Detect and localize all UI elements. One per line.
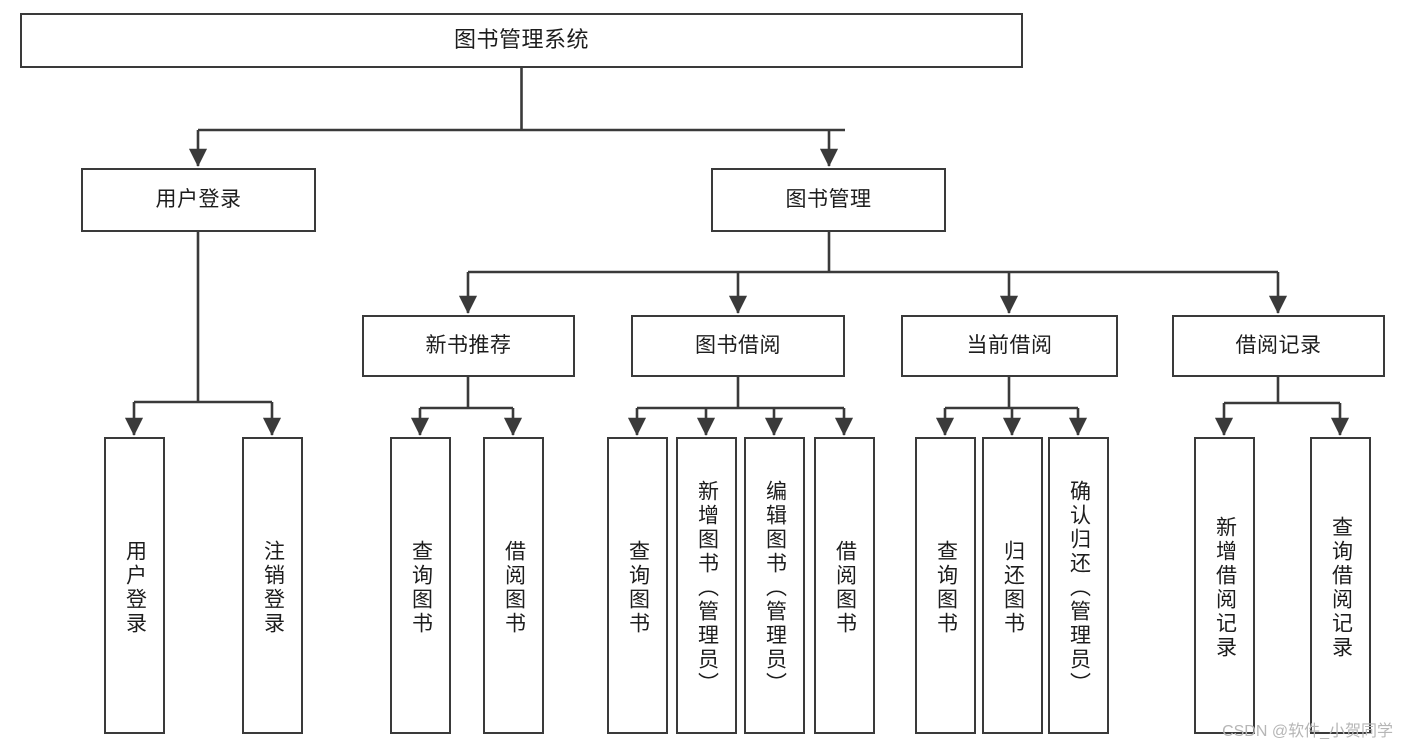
node-leaf-current-query-book-label: 查询图书 [934, 539, 958, 636]
node-leaf-rec-query-book-label: 查询图书 [409, 539, 433, 636]
node-leaf-borrow-add-book-label: 新增图书（管理员） [695, 479, 719, 696]
node-leaf-current-return-book-label: 归还图书 [1001, 539, 1025, 636]
node-book-borrow-label: 图书借阅 [695, 334, 781, 358]
node-leaf-record-query-label: 查询借阅记录 [1329, 515, 1353, 660]
node-leaf-borrow-borrow-book[interactable]: 借阅图书 [814, 437, 875, 734]
node-leaf-user-login[interactable]: 用户登录 [104, 437, 165, 734]
node-leaf-rec-borrow-book[interactable]: 借阅图书 [483, 437, 544, 734]
node-user-login-label: 用户登录 [155, 188, 242, 212]
node-leaf-rec-borrow-book-label: 借阅图书 [502, 539, 526, 636]
node-new-book-rec[interactable]: 新书推荐 [362, 315, 575, 377]
node-leaf-rec-query-book[interactable]: 查询图书 [390, 437, 451, 734]
node-borrow-record[interactable]: 借阅记录 [1172, 315, 1385, 377]
node-book-borrow[interactable]: 图书借阅 [631, 315, 845, 377]
node-leaf-borrow-edit-book-label: 编辑图书（管理员） [763, 479, 787, 696]
node-leaf-record-add-label: 新增借阅记录 [1213, 515, 1237, 660]
node-new-book-rec-label: 新书推荐 [425, 334, 512, 358]
node-leaf-borrow-borrow-book-label: 借阅图书 [833, 539, 857, 636]
node-leaf-user-logout[interactable]: 注销登录 [242, 437, 303, 734]
node-leaf-record-add[interactable]: 新增借阅记录 [1194, 437, 1255, 734]
node-root-label: 图书管理系统 [453, 27, 589, 53]
node-leaf-user-logout-label: 注销登录 [261, 539, 285, 636]
node-leaf-borrow-query-book-label: 查询图书 [626, 539, 650, 636]
node-root[interactable]: 图书管理系统 [20, 13, 1023, 68]
node-book-manage[interactable]: 图书管理 [711, 168, 946, 232]
node-borrow-record-label: 借阅记录 [1235, 334, 1322, 358]
node-book-manage-label: 图书管理 [785, 188, 872, 212]
node-leaf-current-return-book[interactable]: 归还图书 [982, 437, 1043, 734]
node-leaf-borrow-edit-book[interactable]: 编辑图书（管理员） [744, 437, 805, 734]
node-leaf-borrow-add-book[interactable]: 新增图书（管理员） [676, 437, 737, 734]
node-user-login[interactable]: 用户登录 [81, 168, 316, 232]
node-leaf-current-confirm-return-label: 确认归还（管理员） [1067, 479, 1091, 696]
node-current-borrow-label: 当前借阅 [966, 334, 1053, 358]
node-leaf-current-query-book[interactable]: 查询图书 [915, 437, 976, 734]
node-current-borrow[interactable]: 当前借阅 [901, 315, 1118, 377]
node-leaf-current-confirm-return[interactable]: 确认归还（管理员） [1048, 437, 1109, 734]
node-leaf-user-login-label: 用户登录 [123, 539, 147, 636]
watermark: CSDN @软件_小贺同学 [1222, 723, 1393, 740]
node-leaf-record-query[interactable]: 查询借阅记录 [1310, 437, 1371, 734]
node-leaf-borrow-query-book[interactable]: 查询图书 [607, 437, 668, 734]
